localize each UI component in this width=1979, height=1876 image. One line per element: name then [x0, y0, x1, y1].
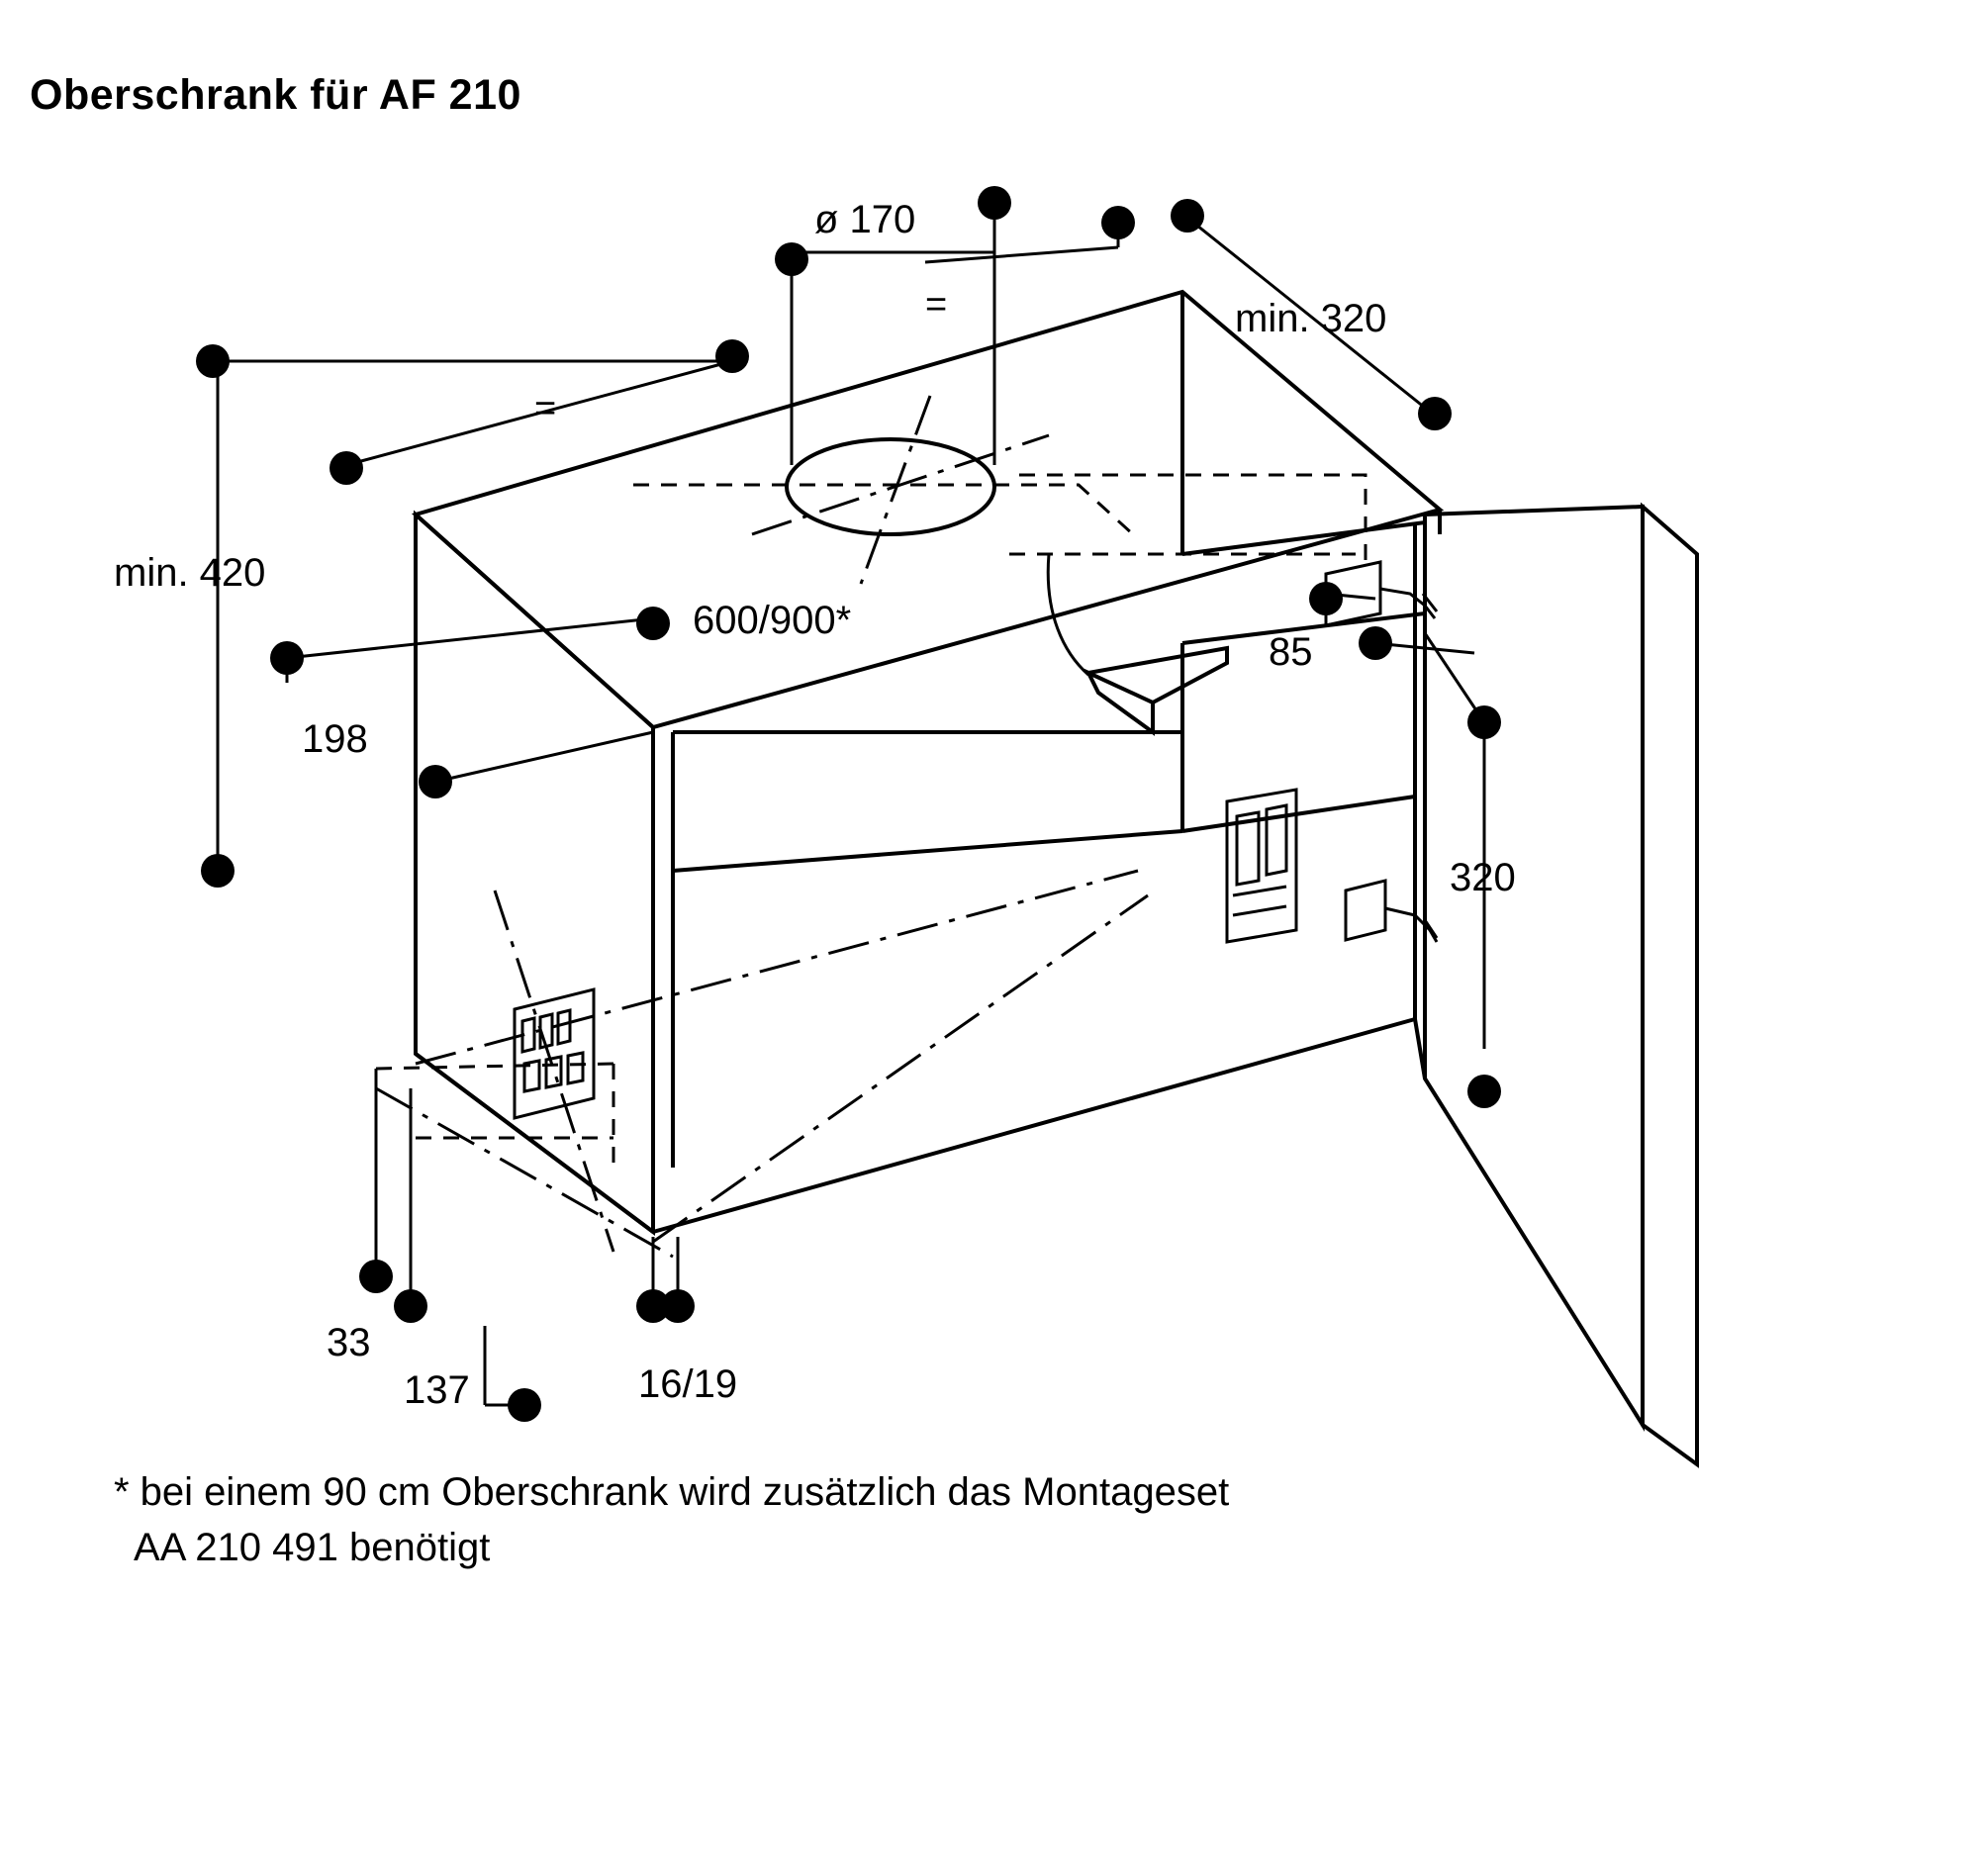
lower-centerline-d: [493, 890, 615, 1253]
duct-plate-top: [1087, 645, 1229, 704]
dim-depth-85: 85: [1269, 630, 1313, 674]
hardware-connector-lower: [1344, 879, 1439, 943]
center-lines: [375, 395, 1149, 1259]
hidden-duct-box: [1019, 473, 1367, 564]
footnote-line-1: * bei einem 90 cm Oberschrank wird zusät…: [114, 1470, 1230, 1514]
dimension-dots: [196, 186, 1501, 1422]
cable-path: [1046, 553, 1089, 677]
cabinet-upper-right-strip: [1181, 519, 1427, 645]
dim-min-320: min. 320: [1235, 297, 1386, 340]
hardware-switch-block: [1225, 788, 1298, 944]
dimension-labels: ø 170 = = min. 320 min. 420 600/900* 85 …: [114, 198, 1516, 1412]
page-title: Oberschrank für AF 210: [30, 71, 521, 119]
duct-opening-ellipse: [785, 437, 996, 536]
footnote: * bei einem 90 cm Oberschrank wird zusät…: [114, 1464, 1229, 1575]
dim-thickness-16-19: 16/19: [638, 1362, 737, 1406]
dim-equal-right: =: [925, 284, 947, 326]
hardware-terminal-left: [513, 987, 596, 1120]
lower-centerline-b: [652, 893, 1149, 1244]
cabinet-door-panel: [1423, 504, 1645, 1432]
footnote-line-2: AA 210 491 benötigt: [114, 1526, 491, 1569]
dim-equal-left: =: [534, 388, 556, 429]
dim-width-600-900: 600/900*: [693, 599, 851, 642]
interior-shelf-line: [672, 829, 1183, 873]
dim-min-420: min. 420: [114, 551, 265, 595]
duct-centerline-v: [859, 395, 932, 585]
dimension-leaders: [213, 203, 1486, 1407]
cabinet-door-thickness: [1641, 502, 1699, 1468]
dim-offset-33: 33: [327, 1321, 371, 1364]
duct-centerline-h: [751, 433, 1050, 536]
dim-offset-137: 137: [404, 1368, 470, 1412]
dim-height-320: 320: [1450, 856, 1516, 899]
dim-height-198: 198: [302, 717, 368, 761]
duct-plate: [1084, 668, 1155, 736]
hidden-top-inner: [633, 483, 1135, 536]
dim-diameter-170: ø 170: [814, 198, 915, 241]
lower-centerline-a: [415, 869, 1139, 1066]
lower-centerline-c: [375, 1086, 674, 1259]
cabinet-front-bottom-edge: [652, 1017, 1416, 1234]
